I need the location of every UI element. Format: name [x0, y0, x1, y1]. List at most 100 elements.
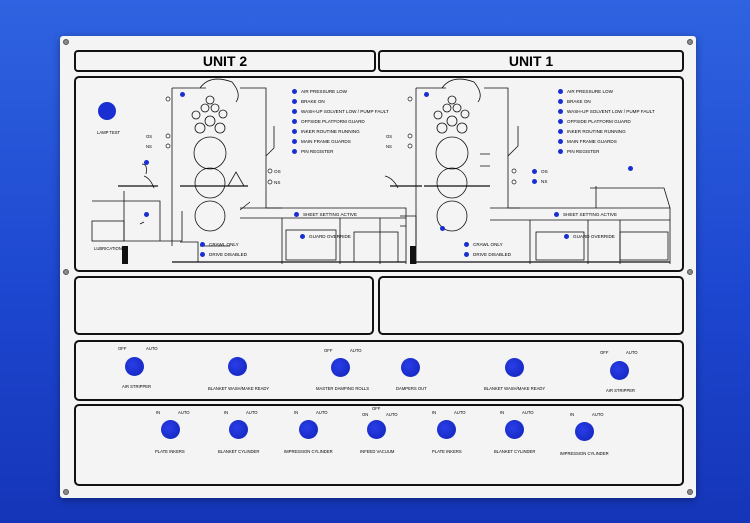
switch-label: BLANKET CYLINDER — [218, 449, 260, 454]
auto-label: AUTO — [592, 412, 604, 417]
indicator-lamp — [558, 99, 563, 104]
unit-1-indicator: WASH-UP SOLVENT LOW / PUMP FAULT — [558, 109, 655, 114]
blanket-wash-switch[interactable] — [505, 358, 524, 377]
lamp-test-button[interactable] — [98, 102, 116, 120]
indicator-lamp — [292, 129, 297, 134]
in-label: IN — [294, 410, 299, 415]
os-indicator: OS — [274, 169, 281, 174]
indicator-lamp — [292, 109, 297, 114]
air-stripper-switch[interactable] — [610, 361, 629, 380]
air-stripper-switch[interactable] — [125, 357, 144, 376]
infeed-vacuum-switch[interactable] — [367, 420, 386, 439]
plate-inkers-switch[interactable] — [437, 420, 456, 439]
screw — [63, 489, 69, 495]
impression-cylinder-switch[interactable] — [299, 420, 318, 439]
auto-label: AUTO — [522, 410, 534, 415]
indicator-lamp — [558, 89, 563, 94]
in-label: IN — [500, 410, 505, 415]
indicator-lamp — [292, 149, 297, 154]
indicator-lamp — [294, 212, 299, 217]
in-label: IN — [570, 412, 575, 417]
auto-label: AUTO — [178, 410, 190, 415]
unit-1-indicator: BRAKE ON — [558, 99, 591, 104]
indicator-lamp — [558, 109, 563, 114]
indicator-lamp — [292, 139, 297, 144]
auto-label: AUTO — [454, 410, 466, 415]
blanket-wash-switch[interactable] — [228, 357, 247, 376]
indicator-label: PIN REGISTER — [567, 149, 600, 154]
indicator-lamp — [144, 160, 149, 165]
dampers-out-switch[interactable] — [401, 358, 420, 377]
os-label: OS — [146, 134, 153, 139]
switch-label: AIR STRIPPER — [122, 384, 152, 389]
impression-cylinder-switch[interactable] — [575, 422, 594, 441]
switch-label: IMPRESSION CYLINDER — [560, 451, 609, 456]
indicator-label: BRAKE ON — [567, 99, 591, 104]
in-label: IN — [156, 410, 161, 415]
crawl-only-indicator: CRAWL ONLY — [200, 242, 239, 247]
indicator-label: OFFSIDE PLATFORM GUARD — [301, 119, 365, 124]
unit-2-indicator: PIN REGISTER — [292, 149, 333, 154]
unit-1-title: UNIT 1 — [508, 53, 554, 69]
unit-1-indicator: PIN REGISTER — [558, 149, 599, 154]
indicator-label: GUARD OVERRIDE — [573, 234, 615, 239]
indicator-label: AIR PRESSURE LOW — [301, 89, 347, 94]
indicator-lamp — [200, 252, 205, 257]
unit-1-indicator: AIR PRESSURE LOW — [558, 89, 613, 94]
off-label: OFF — [372, 406, 381, 411]
screw — [687, 489, 693, 495]
sheet-setting-indicator: SHEET SETTING ACTIVE — [554, 212, 617, 217]
indicator-lamp — [200, 242, 205, 247]
indicator-lamp — [180, 92, 185, 97]
switch-label: IMPRESSION CYLINDER — [284, 449, 333, 454]
unit-1-display-panel — [378, 276, 684, 335]
indicator-label: INKER ROUTINE RUNNING — [301, 129, 360, 134]
plate-inkers-switch[interactable] — [161, 420, 180, 439]
drive-disabled-indicator: DRIVE DISABLED — [200, 252, 247, 257]
indicator-lamp — [532, 179, 537, 184]
auto-label: AUTO — [386, 412, 398, 417]
ns-indicator: NS — [274, 180, 280, 185]
indicator-lamp — [558, 139, 563, 144]
indicator-label: MAIN FRAME GUARDS — [301, 139, 351, 144]
master-damping-rolls-switch[interactable] — [331, 358, 350, 377]
unit-2-indicator: INKER ROUTINE RUNNING — [292, 129, 360, 134]
indicator-label: AIR PRESSURE LOW — [567, 89, 613, 94]
ns-indicator: NS — [532, 179, 547, 184]
unit-1-header: UNIT 1 — [378, 50, 684, 72]
crawl-only-indicator: CRAWL ONLY — [464, 242, 503, 247]
blanket-cylinder-switch[interactable] — [505, 420, 524, 439]
indicator-lamp — [558, 119, 563, 124]
indicator-lamp — [300, 234, 305, 239]
indicator-lamp — [564, 234, 569, 239]
indicator-lamp — [424, 92, 429, 97]
switch-label: BLANKET WASH/MAKE READY — [484, 386, 546, 391]
indicator-label: WASH-UP SOLVENT LOW / PUMP FAULT — [567, 109, 655, 114]
unit-2-title: UNIT 2 — [202, 53, 248, 69]
unit-2-indicator: MAIN FRAME GUARDS — [292, 139, 351, 144]
switch-label: PLATE INKERS — [155, 449, 185, 454]
switch-label: PLATE INKERS — [432, 449, 462, 454]
drive-disabled-indicator: DRIVE DISABLED — [464, 252, 511, 257]
indicator-label: MAIN FRAME GUARDS — [567, 139, 617, 144]
switch-panel-1 — [74, 340, 684, 401]
off-label: OFF — [600, 350, 609, 355]
indicator-label: PIN REGISTER — [301, 149, 334, 154]
indicator-label: BRAKE ON — [301, 99, 325, 104]
blanket-cylinder-switch[interactable] — [229, 420, 248, 439]
indicator-label: INKER ROUTINE RUNNING — [567, 129, 626, 134]
indicator-lamp — [558, 129, 563, 134]
indicator-label: SHEET SETTING ACTIVE — [563, 212, 618, 217]
off-label: OFF — [324, 348, 333, 353]
screw — [687, 269, 693, 275]
indicator-label: GUARD OVERRIDE — [309, 234, 351, 239]
in-label: IN — [432, 410, 437, 415]
switch-label: INFEED VACUUM — [360, 449, 395, 454]
auto-label: AUTO — [626, 350, 638, 355]
ns-label: NS — [386, 144, 392, 149]
ns-label: NS — [146, 144, 152, 149]
control-plate: UNIT 2 UNIT 1 — [60, 36, 696, 498]
sheet-setting-indicator: SHEET SETTING ACTIVE — [294, 212, 357, 217]
indicator-lamp — [440, 226, 445, 231]
indicator-label: OS — [541, 169, 548, 174]
